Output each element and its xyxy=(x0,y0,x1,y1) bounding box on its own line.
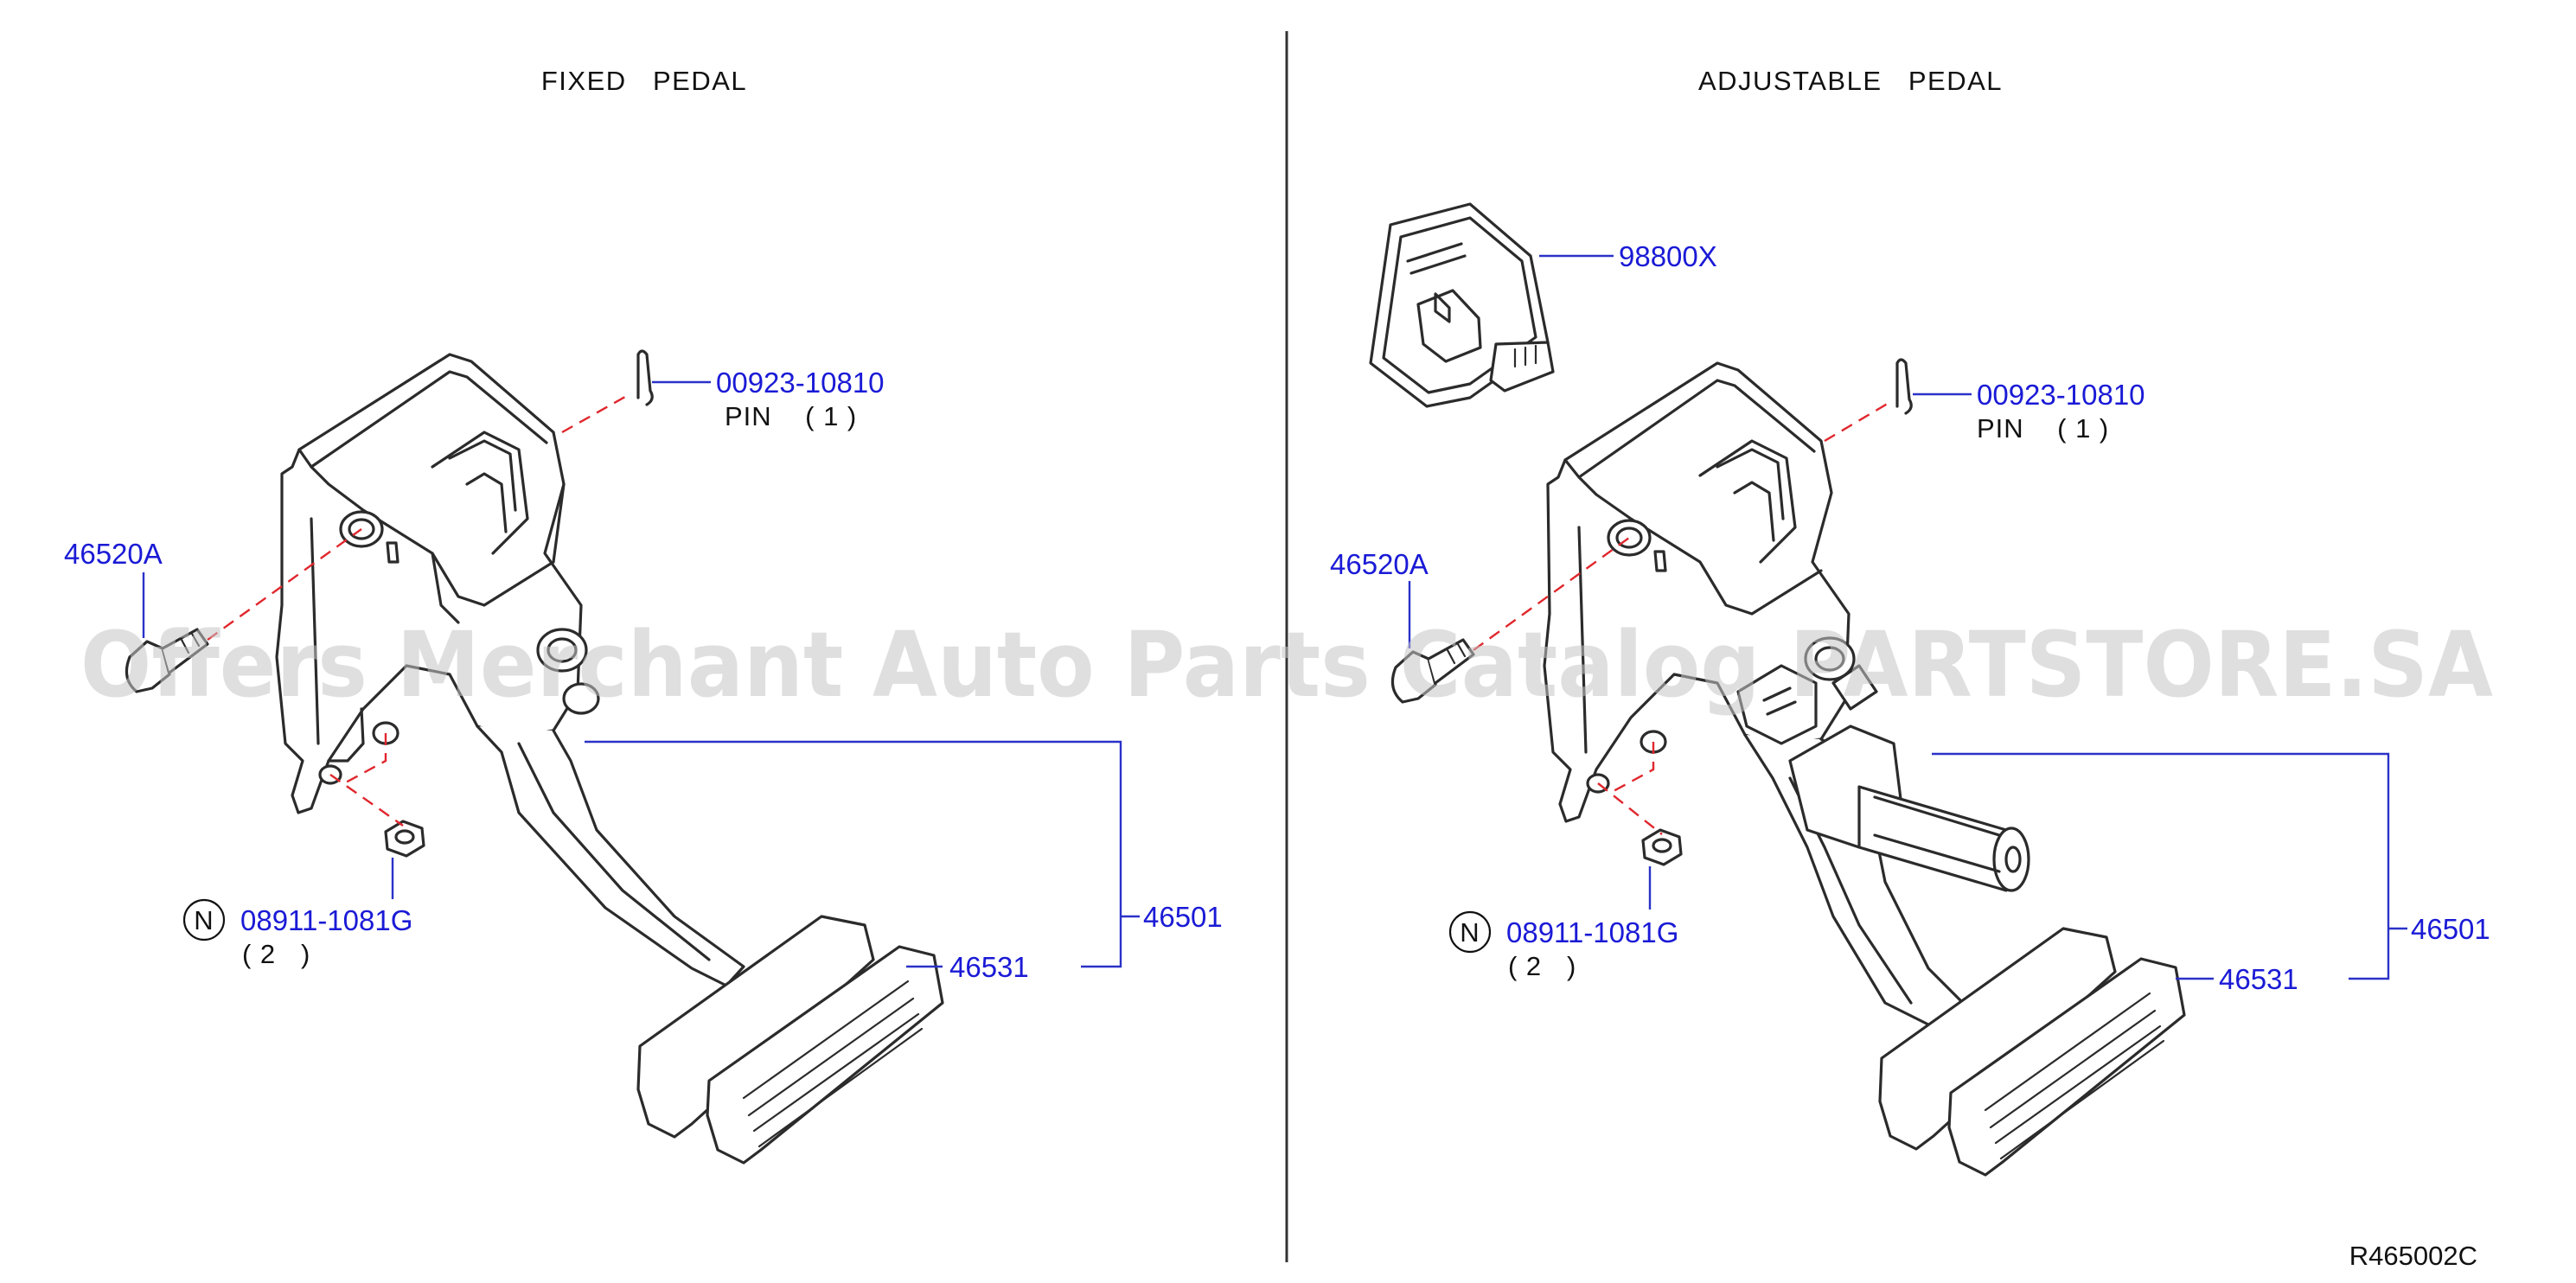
adjustable-nut-part-number: 08911-1081G xyxy=(1506,916,1678,948)
fixed-nut-quantity: ( 2 ) xyxy=(242,939,310,969)
fixed-bolt-guide xyxy=(207,528,362,641)
adjustable-module-part-number: 98800X xyxy=(1619,240,1717,272)
adjustable-assembly-leader xyxy=(1932,752,2390,980)
adjustable-nut-guide-b xyxy=(1613,742,1655,793)
adjustable-pin-label: PIN ( 1 ) xyxy=(1977,413,2109,444)
adjustable-pedal-panel: ADJUSTABLE PEDAL xyxy=(1330,66,2490,1177)
fixed-pad-part-number: 46531 xyxy=(949,951,1029,983)
fixed-nut-icon xyxy=(384,820,425,858)
adjustable-motor-and-arm xyxy=(1736,664,2030,1031)
adjustable-bolt-guide xyxy=(1473,537,1630,651)
fixed-pedal-pads xyxy=(636,915,944,1165)
adjustable-nut-marker-circle xyxy=(1448,910,1492,954)
adjustable-bolt-part-number: 46520A xyxy=(1330,548,1429,580)
fixed-pin-part-number: 00923-10810 xyxy=(716,367,885,399)
fixed-bolt-part-number: 46520A xyxy=(64,538,163,570)
adjustable-nut-icon xyxy=(1641,828,1683,866)
fixed-nut-marker-circle xyxy=(182,898,226,942)
adjustable-nut-quantity: ( 2 ) xyxy=(1508,951,1576,981)
fixed-pedal-panel: FIXED PEDAL xyxy=(64,66,1223,1165)
diagram-reference-code: R465002C xyxy=(2349,1241,2477,1271)
adjustable-pin-guide xyxy=(1824,400,1891,443)
fixed-pedal-arm xyxy=(476,724,745,987)
adjustable-pedal-pads xyxy=(1878,927,2186,1177)
adjustable-nut-marker: N xyxy=(1460,917,1480,948)
adjustable-pedal-title: ADJUSTABLE PEDAL xyxy=(1698,66,2003,96)
watermark-text: Offers Merchant Auto Parts Catalog PARTS… xyxy=(80,612,2493,718)
fixed-nut-guide-b xyxy=(345,733,387,784)
fixed-nut-guide-a xyxy=(329,774,404,827)
adjustable-bolt-icon xyxy=(1390,638,1475,704)
adjustable-clevis-pin-icon xyxy=(1895,358,1913,415)
adjustable-assembly-part-number: 46501 xyxy=(2411,913,2490,945)
fixed-assembly-leader xyxy=(585,740,1122,968)
adjustable-pad-part-number: 46531 xyxy=(2219,963,2298,995)
fixed-bolt-icon xyxy=(125,628,209,693)
adjustable-nut-guide-a xyxy=(1597,782,1663,835)
adjustable-pin-part-number: 00923-10810 xyxy=(1977,379,2145,411)
fixed-pedal-title: FIXED PEDAL xyxy=(541,66,747,96)
fixed-nut-marker: N xyxy=(194,905,214,935)
adjustable-control-module xyxy=(1369,202,1555,408)
fixed-clevis-pin-icon xyxy=(636,349,654,406)
fixed-nut-part-number: 08911-1081G xyxy=(240,904,412,936)
fixed-pin-label: PIN ( 1 ) xyxy=(725,401,857,431)
fixed-assembly-part-number: 46501 xyxy=(1143,901,1223,933)
fixed-pin-guide xyxy=(561,392,632,434)
